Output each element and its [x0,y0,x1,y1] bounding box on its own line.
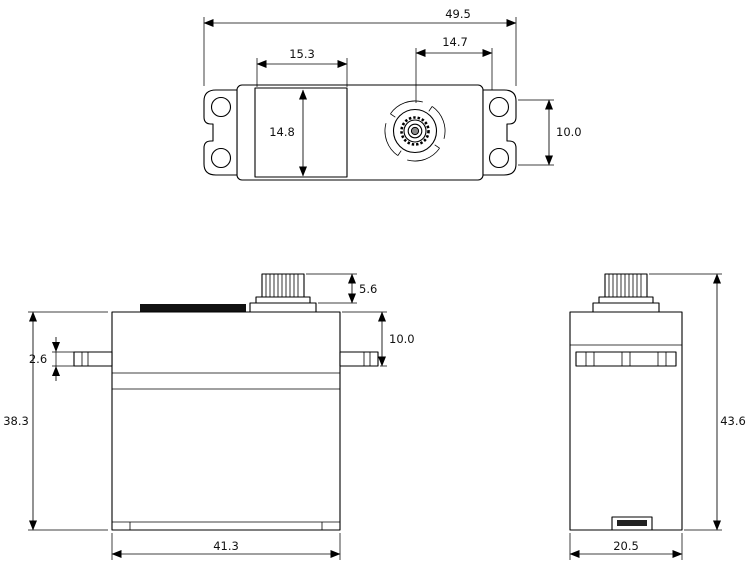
side-flange-band [575,351,677,367]
dim-top-shaft-to-edge: 14.7 [415,35,493,103]
horn-ring-arc [431,106,446,139]
dim-side-total-height: 43.6 [649,273,746,531]
side-view: 43.6 20.5 [569,273,746,560]
dim-front-top-to-tab: 10.0 [342,311,415,367]
side-output-shaft [592,273,660,313]
front-output-shaft [249,273,317,313]
spline-gear [604,273,648,298]
spline-root-circle [403,119,427,143]
dim-label: 14.7 [442,35,468,49]
case-seam-lines [112,372,340,530]
dim-label: 2.6 [29,352,47,366]
dim-top-label-height: 14.8 [269,89,307,177]
dim-front-spline-height: 5.6 [306,273,377,304]
dim-top-mount-height: 10.0 [518,99,582,166]
horn-ring-arc [384,123,399,156]
shaft-base [592,302,660,313]
front-left-tab [73,351,113,367]
top-right-flange [482,89,517,176]
dim-top-label-width: 15.3 [256,47,348,87]
spline-gear [261,273,305,298]
spline-teeth [608,274,642,297]
front-body-outline [111,311,341,531]
dim-label: 38.3 [3,414,29,428]
dim-top-overall-width: 49.5 [203,7,517,86]
shaft-screw-hole [410,126,420,136]
top-output-shaft [384,100,446,162]
dim-label: 10.0 [389,332,415,346]
side-body-outline [569,311,683,531]
dim-label: 20.5 [613,539,639,553]
spline-teeth [265,274,299,297]
dim-front-tab-thickness: 2.6 [29,337,74,381]
dim-front-body-width: 41.3 [111,533,341,560]
side-bottom-connector [611,516,653,531]
top-label-recess [254,87,348,178]
shaft-base [249,302,317,313]
screw-slot [210,96,232,118]
front-view: 5.6 10.0 2.6 38.3 [3,273,415,560]
dim-label: 43.6 [720,414,746,428]
top-cover-strip [140,304,246,312]
dim-side-body-depth: 20.5 [569,533,683,560]
screw-slot [210,147,232,169]
dim-label: 10.0 [556,125,582,139]
top-left-flange [203,89,238,176]
dim-label: 14.8 [269,125,295,139]
dim-front-body-height: 38.3 [3,311,108,531]
front-right-tab [339,351,379,367]
dim-label: 41.3 [213,539,239,553]
shaft-collar [255,296,311,304]
screw-slot [488,147,510,169]
dim-label: 5.6 [359,282,377,296]
spline-teeth-circle [400,116,430,146]
screw-slot [488,96,510,118]
dim-label: 15.3 [289,47,315,61]
horn-ring-arc [390,100,423,115]
shaft-collar [598,296,654,304]
top-view: 49.5 14.7 15.3 14.8 10.0 [203,7,582,181]
shaft-inner-circle [407,123,423,139]
horn-ring-arc [407,147,440,162]
dim-label: 49.5 [445,7,471,21]
